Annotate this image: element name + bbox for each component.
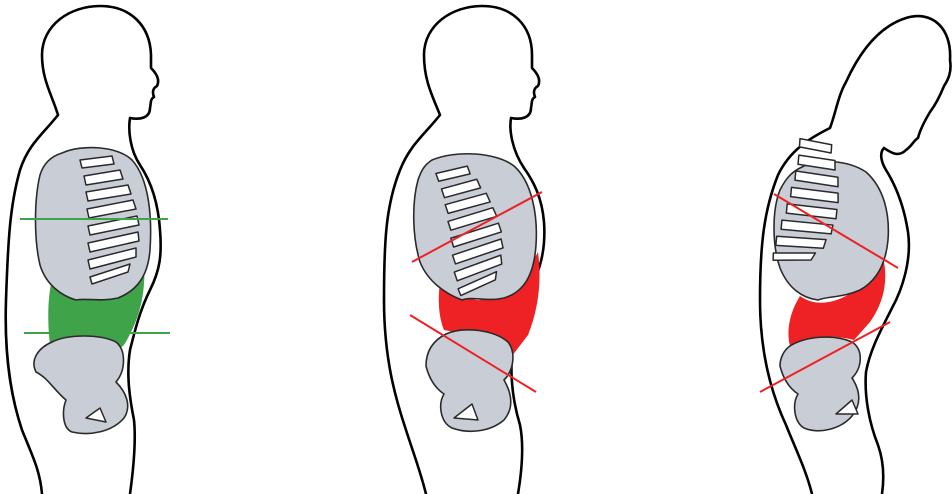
figure-slouched bbox=[760, 16, 951, 494]
figure-neutral bbox=[6, 6, 170, 494]
rib-cage bbox=[414, 154, 537, 300]
figure-forward-lean bbox=[384, 6, 544, 494]
